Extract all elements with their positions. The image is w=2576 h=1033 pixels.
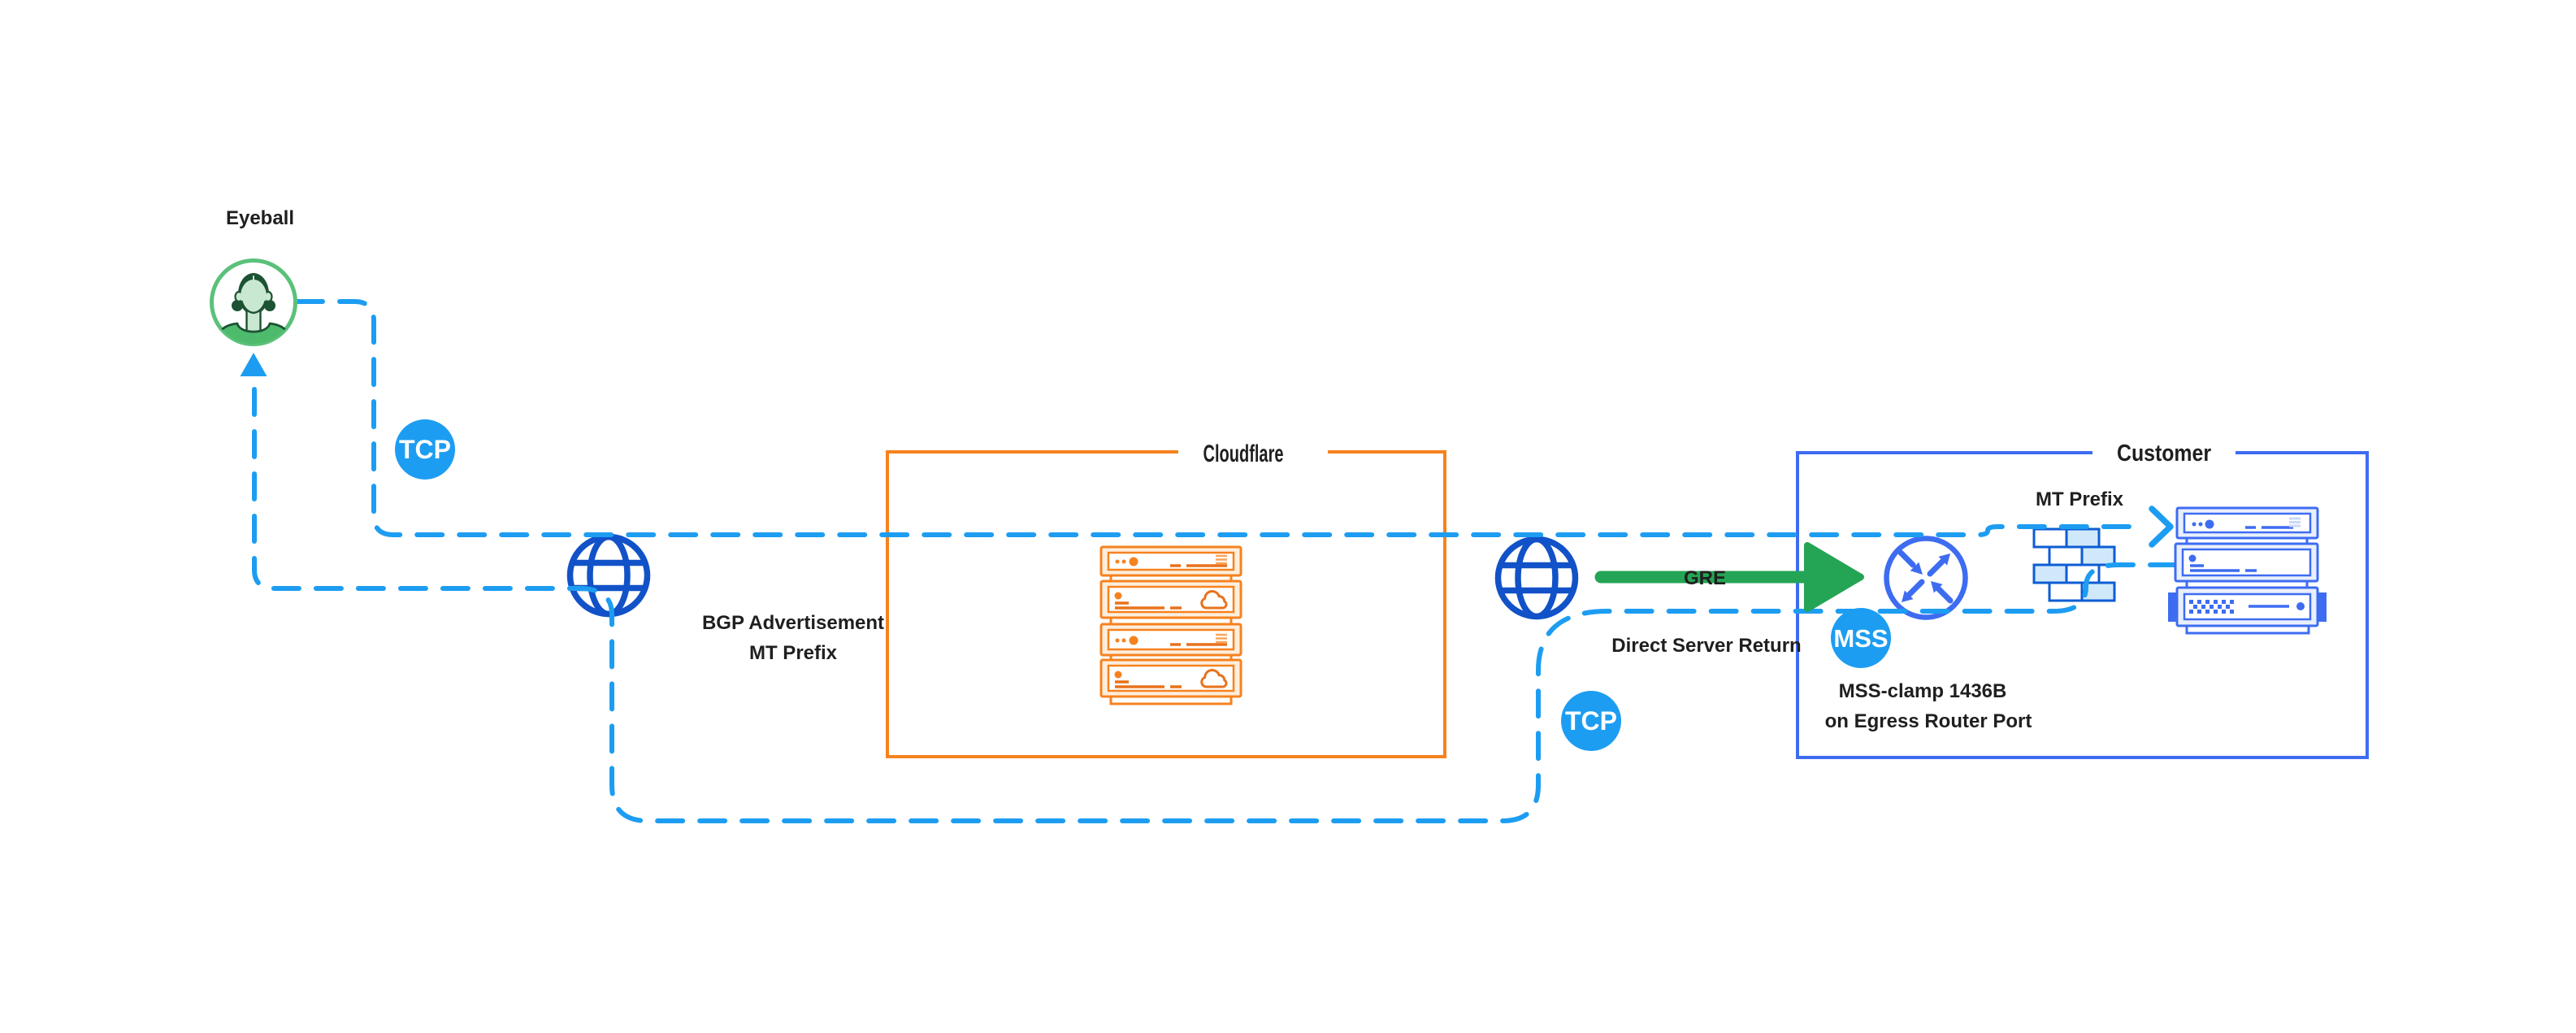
svg-text:GRE: GRE xyxy=(1684,567,1726,589)
svg-text:Direct Server Return: Direct Server Return xyxy=(1611,635,1801,657)
svg-text:on Egress Router Port: on Egress Router Port xyxy=(1825,710,2032,732)
svg-text:TCP: TCP xyxy=(399,435,451,464)
svg-text:MSS: MSS xyxy=(1833,624,1888,653)
svg-text:MT Prefix: MT Prefix xyxy=(749,642,838,664)
svg-text:Cloudflare: Cloudflare xyxy=(1203,441,1284,467)
svg-text:MT Prefix: MT Prefix xyxy=(2036,488,2124,510)
svg-text:MSS-clamp 1436B: MSS-clamp 1436B xyxy=(1839,680,2007,702)
svg-text:Eyeball: Eyeball xyxy=(226,207,294,229)
svg-text:Customer: Customer xyxy=(2117,441,2211,467)
svg-text:BGP Advertisement: BGP Advertisement xyxy=(702,612,884,634)
svg-text:TCP: TCP xyxy=(1565,706,1617,736)
